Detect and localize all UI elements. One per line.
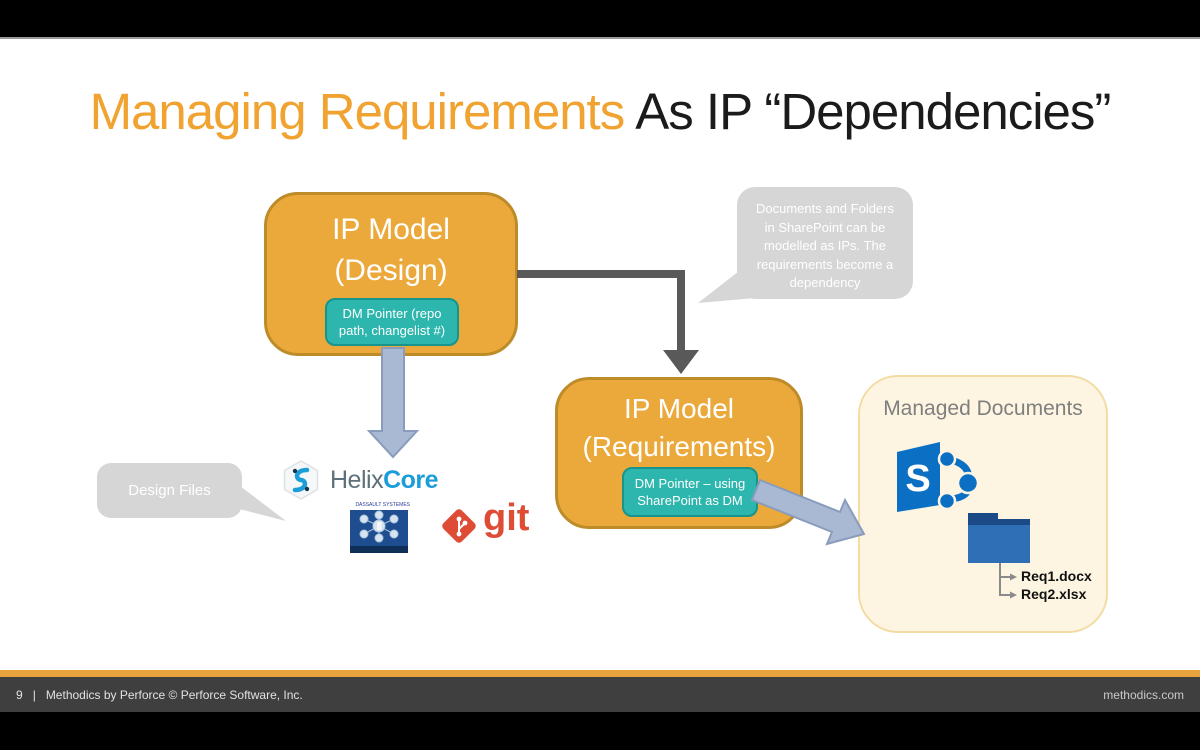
title-rest: As IP “Dependencies” [635,83,1111,140]
title-accent: Managing Requirements [89,83,626,140]
git-branch-icon [456,516,468,537]
speech-bubble-tail [698,261,767,303]
down-block-arrow [366,347,420,459]
letterbox-bottom [0,712,1200,750]
dassault-wordmark: DASSAULT SYSTEMES [355,502,410,508]
note-line: requirements become a [756,256,894,272]
folder-tree-icon [968,513,1030,599]
git-wordmark: git [483,497,530,539]
ip-model-design-line2: (Design) [334,254,448,287]
thumbnail-caption-bar [350,546,408,553]
helix-core-wordmark: HelixCore [330,465,439,495]
git-diamond-icon [440,507,478,545]
page-number: 9 [16,687,23,702]
design-files-label: Design Files [128,482,211,499]
file-label-req2: Req2.xlsx [1021,586,1087,602]
tree-arrow-icon [1010,573,1017,581]
dna-dot [292,468,298,474]
file-tree-connector [999,563,1010,596]
git-logo: git [440,497,536,553]
network-diagram-icon [359,510,399,543]
folder-icon [968,519,1030,563]
ip-model-requirements-line1: IP Model [624,393,734,424]
dm-pointer-design-line1: DM Pointer (repo [342,306,442,321]
dm-pointer-requirements-box: DM Pointer – using SharePoint as DM [622,467,758,517]
core-word: Core [383,465,439,494]
dm-pointer-requirements-line1: DM Pointer – using [634,476,746,491]
footer-left: 9 | Methodics by Perforce © Perforce Sof… [16,677,303,712]
footer-company: Methodics by Perforce © Perforce Softwar… [45,687,303,702]
dassault-network-icon [350,510,408,553]
share-node-icon [937,491,957,511]
note-line: Documents and Folders [755,201,894,216]
speech-bubble-tail [216,486,286,521]
footer-divider: | [32,687,36,702]
design-files-bubble: Design Files [97,463,242,518]
managed-documents-title: Managed Documents [883,397,1083,420]
footer-accent-bar [0,670,1200,677]
ip-model-design-line1: IP Model [332,213,450,246]
helix-hexagon-icon [283,460,319,500]
note-line: in SharePoint can be [764,219,886,235]
footer: 9 | Methodics by Perforce © Perforce Sof… [0,677,1200,712]
note-line: dependency [789,275,861,290]
ip-model-requirements-line2: (Requirements) [582,431,776,462]
diagonal-block-arrow [750,478,866,546]
letterbox-top [0,0,1200,39]
file-label-req1: Req1.docx [1021,568,1092,584]
share-node-icon [956,471,980,495]
folder-band [968,519,1030,525]
sharepoint-letter: S [905,458,930,500]
helix-core-logo: HelixCore [281,460,439,500]
sharepoint-note-bubble: Documents and Folders in SharePoint can … [737,187,913,299]
tree-arrow-icon [1010,591,1017,599]
share-node-icon [937,449,957,469]
footer-site: methodics.com [1103,687,1184,702]
elbow-connector-arrow [517,270,685,352]
dassault-systemes-thumbnail: DASSAULT SYSTEMES [350,501,410,553]
sharepoint-flag-shape [897,442,940,512]
folder-tab [968,513,998,523]
sharepoint-icon: S [897,442,980,512]
dna-dot [304,486,310,492]
dm-pointer-design-line2: path, changelist #) [338,323,446,338]
note-line: modelled as IPs. The [764,238,886,253]
helix-word: Helix [330,465,384,494]
elbow-arrowhead-icon [663,350,699,374]
dna-helix-icon [292,467,310,493]
dm-pointer-design-box: DM Pointer (repo path, changelist #) [325,298,459,346]
dm-pointer-requirements-line2: SharePoint as DM [637,493,743,508]
